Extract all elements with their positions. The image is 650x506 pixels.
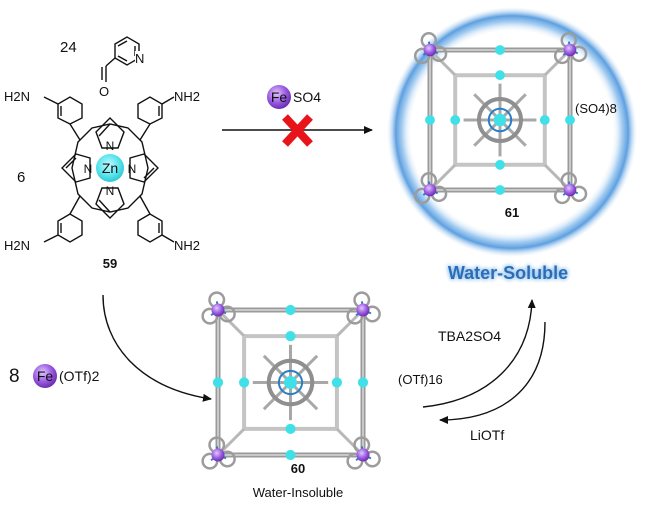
porphyrin-ring [266,358,315,407]
water-insoluble-label: Water-Insoluble [253,485,344,500]
porphyrin-equivalents: 6 [17,169,25,186]
iron-sphere-top [267,85,291,109]
porphyrin-core [277,369,304,396]
cage-60 [201,291,381,470]
cage-61 [413,32,588,205]
zinc-node [495,45,505,55]
pyridine-carboxaldehyde [101,36,140,82]
sulfate-exchange-arrow [422,299,536,408]
triflate-ligand-label: (OTf)2 [59,368,100,384]
zinc-node [495,70,505,81]
zinc-node [285,304,296,316]
iron-vertex [563,43,577,57]
tba-sulfate-reagent: TBA2SO4 [438,328,501,344]
carbonyl-oxygen-label: O [99,84,109,99]
red-cross-icon [282,114,313,147]
zinc-label: Zn [102,160,118,176]
iron-vertex [211,448,225,462]
zinc-node [539,115,550,125]
cage-61-counterion: (SO4)8 [575,101,617,116]
zinc-atom [96,154,124,182]
amine-top-left: H2N [4,89,30,104]
iron-vertex [211,303,225,317]
zinc-porphyrin-59 [43,96,175,243]
pyridine-nitrogen-label: N [135,51,144,66]
amine-top-right: NH2 [174,89,200,104]
porphyrin-nitrogen-top: N [106,139,115,153]
iron-vertex [423,43,437,57]
compound-61-label: 61 [505,205,519,220]
iron-label-bottom: Fe [37,368,54,384]
zinc-node [495,185,505,195]
iron-sphere-bottom [33,364,57,388]
amine-bottom-left: H2N [4,238,30,253]
zinc-node [285,331,296,342]
iron-vertex [423,183,437,197]
porphyrin-nitrogen-right: N [128,162,137,176]
aldehyde-equivalents: 24 [60,39,77,56]
cage-60-counterion: (OTf)16 [398,372,443,387]
porphyrin-nitrogen-left: N [84,162,93,176]
zinc-center [283,375,298,390]
zinc-node [565,115,575,125]
iron-vertex [356,303,370,317]
iron-label-top: Fe [271,89,288,105]
porphyrin-ring [477,97,523,143]
zinc-node [331,377,342,388]
triflate-exchange-arrow [439,321,546,424]
zinc-node [450,115,461,125]
zinc-node [285,449,296,461]
compound-59-label: 59 [103,256,117,271]
formation-arrow [102,294,212,402]
zinc-center [493,113,507,127]
iron-vertex [563,183,577,197]
iron-vertex [356,448,370,462]
porphyrin-core [487,107,513,133]
zinc-node [357,377,369,388]
zinc-node [212,377,224,388]
compound-60-label: 60 [291,461,305,476]
porphyrin-nitrogen-bottom: N [106,184,115,198]
water-soluble-label: Water-Soluble [448,263,568,283]
iron-equivalents: 8 [9,366,20,387]
zinc-node [495,159,505,170]
zinc-node [425,115,435,125]
zinc-node [285,423,296,434]
lithium-triflate-reagent: LiOTf [470,427,504,443]
zinc-node [239,377,250,388]
sulfate-label: SO4 [293,89,321,105]
amine-bottom-right: NH2 [174,238,200,253]
